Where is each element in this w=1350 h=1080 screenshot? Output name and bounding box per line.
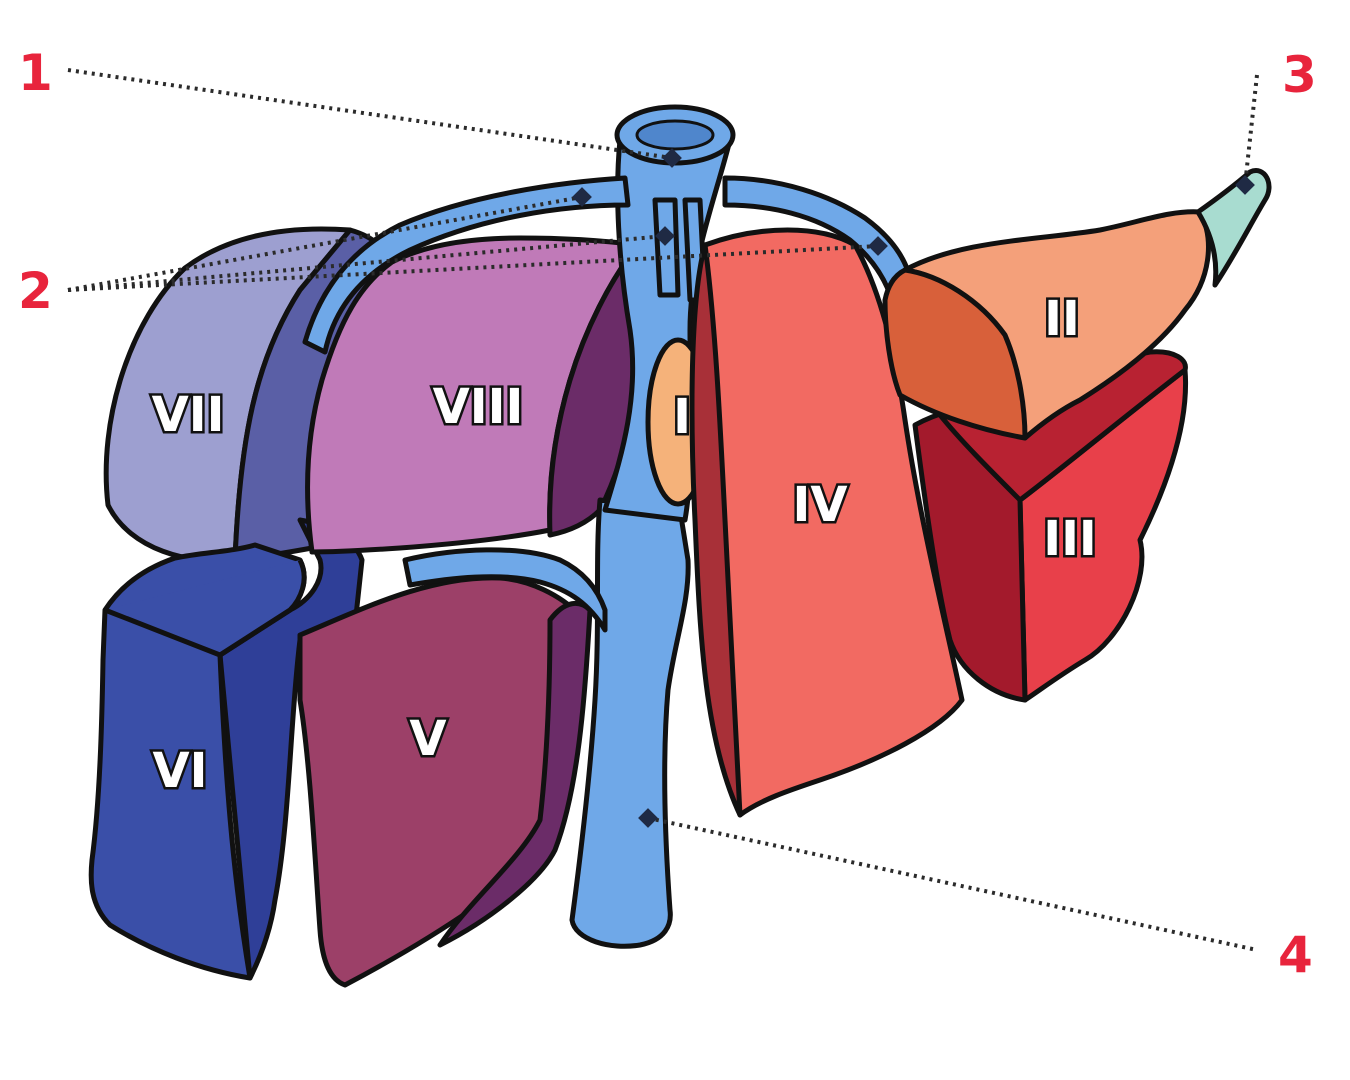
- leader-lines: [67, 68, 1259, 952]
- label-segment-v: V: [409, 711, 446, 767]
- callout-3: 3: [1282, 46, 1317, 104]
- vena-cava: [302, 104, 915, 949]
- label-segment-iv: IV: [792, 477, 847, 533]
- segment-labels: VII VIII I IV II III VI V: [149, 289, 1099, 802]
- callout-numbers: 1 2 3 4: [18, 44, 1317, 984]
- marker-4: [638, 808, 658, 828]
- label-segment-ii: II: [1044, 291, 1080, 347]
- label-segment-i: I: [673, 389, 691, 445]
- callout-2: 2: [18, 262, 53, 320]
- label-segment-vii: VII: [152, 387, 225, 443]
- label-segment-vi: VI: [152, 743, 207, 799]
- marker-3: [1235, 175, 1255, 195]
- segment-v: [297, 575, 593, 988]
- callout-4: 4: [1278, 926, 1313, 984]
- segment-vi: [88, 517, 365, 981]
- label-segment-viii: VIII: [433, 379, 524, 435]
- segment-ii: [882, 168, 1272, 441]
- label-segment-iii: III: [1043, 511, 1097, 567]
- callout-1: 1: [18, 44, 53, 102]
- segment-viii: [305, 235, 648, 555]
